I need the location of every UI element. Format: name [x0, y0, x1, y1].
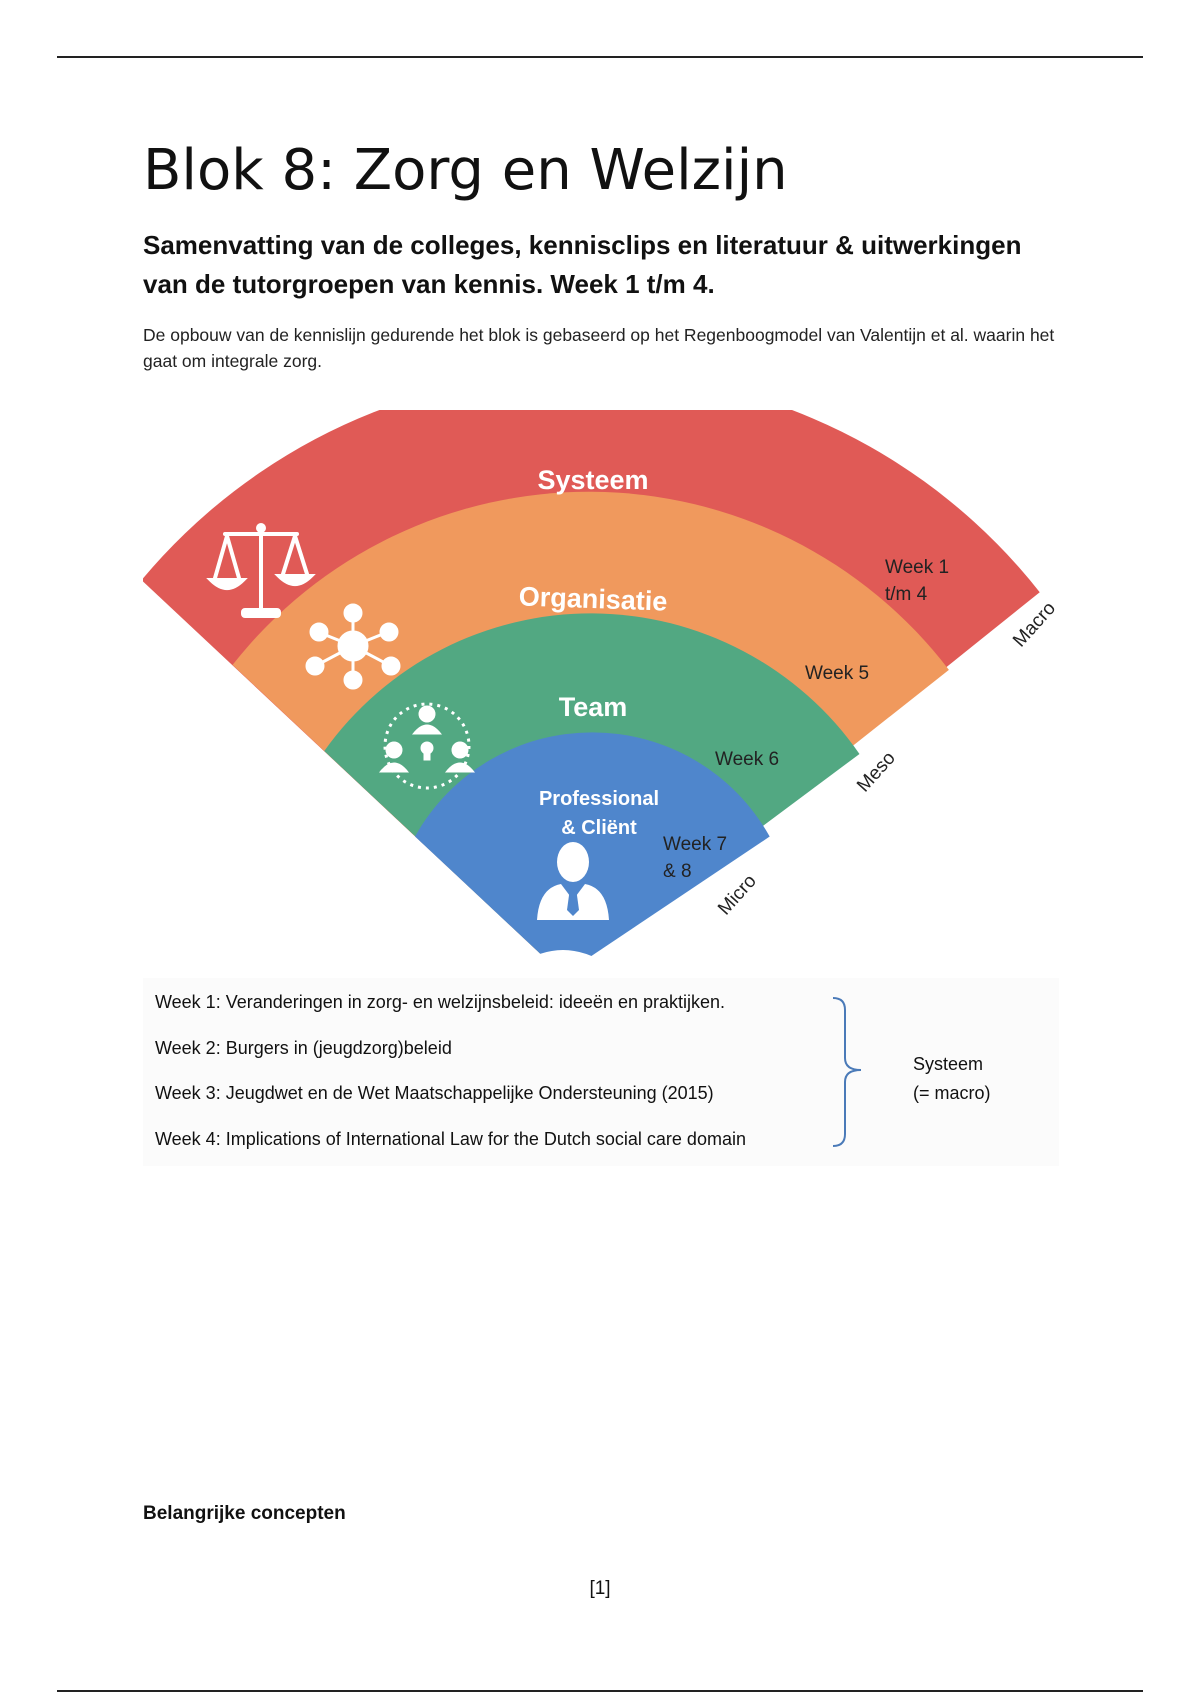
top-rule [57, 56, 1143, 58]
team-icon [378, 702, 476, 790]
page-title: Blok 8: Zorg en Welzijn [143, 138, 788, 203]
week-label-6: Week 6 [715, 749, 779, 770]
level-label-micro: Micro [714, 871, 761, 920]
rainbow-model-diagram: Systeem Organisatie Team Professional & … [141, 371, 1063, 980]
band-professional-client [415, 732, 770, 975]
week-item-3: Week 3: Jeugdwet en de Wet Maatschappeli… [155, 1083, 714, 1103]
week-item-4: Week 4: Implications of International La… [155, 1129, 746, 1149]
weeks-list: Week 1: Veranderingen in zorg- en welzij… [143, 978, 1059, 1166]
weeks-group-label-line2: (= macro) [913, 1083, 991, 1103]
week-label-1-4-line1: Week 1 [885, 557, 949, 578]
scales-icon [206, 523, 316, 618]
weeks-group-label-line1: Systeem [913, 1054, 984, 1074]
week-item-2: Week 2: Burgers in (jeugdzorg)beleid [155, 1038, 452, 1058]
section-heading: Belangrijke concepten [143, 1503, 346, 1524]
band-label-team: Team [559, 692, 628, 722]
band-label-professional: Professional [539, 788, 659, 810]
week-label-1-4-line2: t/m 4 [885, 584, 928, 605]
week-item-1: Week 1: Veranderingen in zorg- en welzij… [155, 992, 726, 1012]
network-icon [305, 603, 401, 690]
bottom-rule [57, 1690, 1143, 1692]
band-label-systeem: Systeem [537, 465, 648, 495]
intro-paragraph: De opbouw van de kennislijn gedurende he… [143, 325, 1055, 371]
band-label-client: & Cliënt [561, 817, 637, 839]
page-number: [1] [589, 1578, 611, 1599]
week-label-7-8-line1: Week 7 [663, 834, 727, 855]
page-subtitle: Samenvatting van de colleges, kennisclip… [143, 230, 1022, 299]
curly-brace [832, 997, 862, 1147]
person-icon [537, 842, 609, 920]
weeks-group-label: Systeem (= macro) [913, 1050, 991, 1108]
level-label-meso: Meso [853, 748, 900, 797]
band-label-organisatie: Organisatie [518, 581, 668, 616]
week-label-5: Week 5 [805, 663, 869, 684]
week-label-7-8-line2: & 8 [663, 861, 692, 882]
